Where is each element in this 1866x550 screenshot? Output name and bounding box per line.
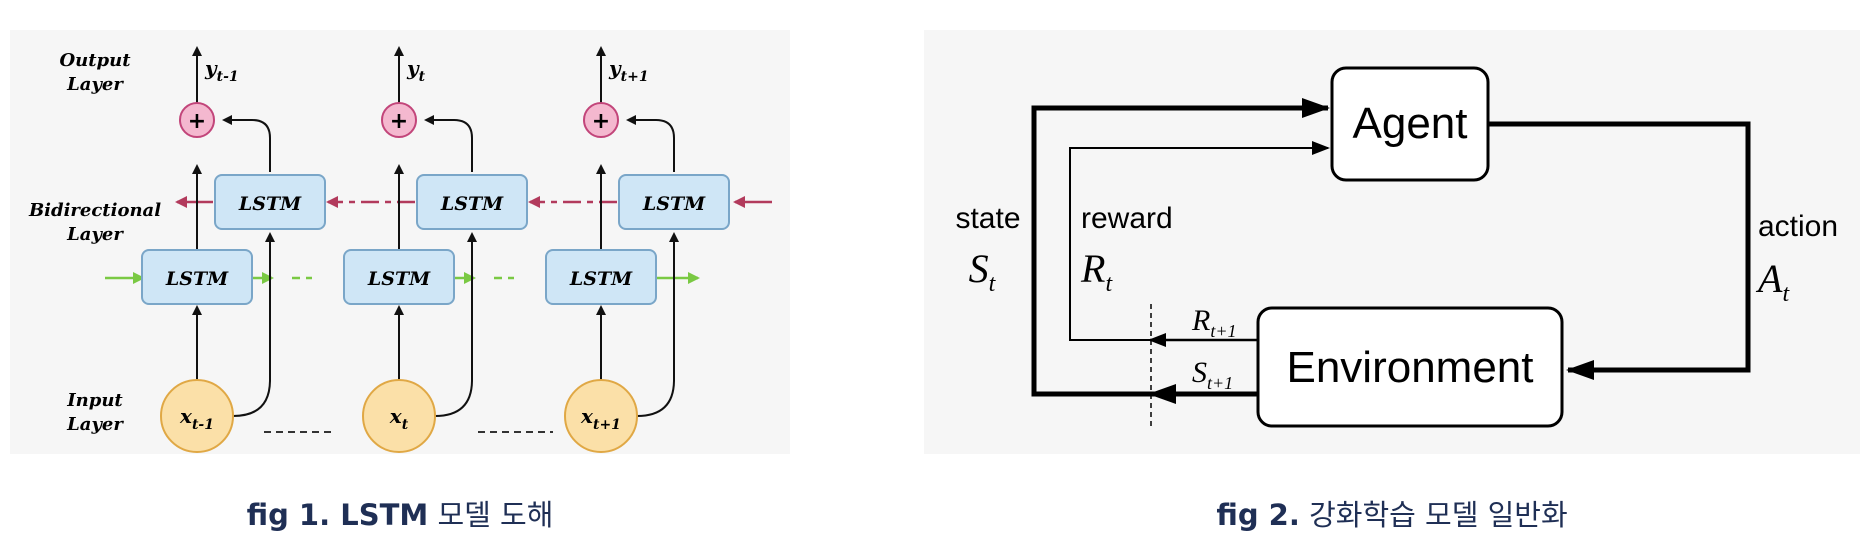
lstm-backward-cell-2 <box>416 174 528 230</box>
action-symbol: At <box>1755 256 1790 307</box>
next-reward-label: Rt+1 <box>1191 304 1236 341</box>
unit-2-input-to-backward <box>434 232 477 417</box>
reward-label: reward <box>1081 202 1173 235</box>
plus-symbol-1: + <box>188 109 206 134</box>
plus-node-1 <box>179 102 215 138</box>
lstm-forward-label-1: LSTM <box>165 268 229 290</box>
input-layer-label-2: Layer <box>66 414 124 435</box>
unit-3-backward-to-plus <box>626 115 675 172</box>
action-label: action <box>1758 210 1838 243</box>
rl-diagram-panel: Agent Environment state St reward Rt act… <box>924 30 1860 454</box>
output-label-1: yt-1 <box>204 56 239 85</box>
lstm-backward-cell-3 <box>618 174 730 230</box>
plus-node-2 <box>381 102 417 138</box>
lstm-forward-cell-1 <box>141 249 253 305</box>
output-layer-label-2: Layer <box>66 74 124 95</box>
environment-box <box>1256 306 1564 428</box>
unit-1-input-to-backward <box>232 232 275 417</box>
lstm-backward-label-1: LSTM <box>238 193 302 215</box>
input-node-1 <box>160 379 234 453</box>
lstm-backward-label-2: LSTM <box>440 193 504 215</box>
lstm-forward-cell-3 <box>545 249 657 305</box>
lstm-backward-cell-1 <box>214 174 326 230</box>
output-layer-label-1: Output <box>59 50 131 71</box>
output-label-3: yt+1 <box>608 56 649 85</box>
lstm-diagram-panel: Output Layer Bidirectional Layer Input L… <box>10 30 790 454</box>
input-node-2 <box>362 379 436 453</box>
figure-1-caption-text: 모델 도해 <box>428 498 554 532</box>
environment-label: Environment <box>1286 343 1533 392</box>
action-arrow <box>1488 121 1751 380</box>
figure-1-caption: fig 1. LSTM 모델 도해 <box>0 492 800 534</box>
unit-3-input-to-backward <box>636 232 679 417</box>
next-state-label: St+1 <box>1192 356 1233 393</box>
input-layer-label-1: Input <box>66 390 123 411</box>
input-label-2: xt <box>389 404 409 433</box>
lstm-diagram: Output Layer Bidirectional Layer Input L… <box>28 46 772 453</box>
input-label-1: xt-1 <box>179 404 214 433</box>
lstm-unit-2: LSTM LSTM + xt yt <box>343 46 528 453</box>
figure-1-caption-number: fig 1. LSTM <box>246 498 429 532</box>
state-label: state <box>955 202 1020 235</box>
lstm-forward-label-2: LSTM <box>367 268 431 290</box>
unit-2-backward-to-plus <box>424 115 473 172</box>
agent-label: Agent <box>1353 99 1468 148</box>
bidirectional-layer-label-1: Bidirectional <box>28 200 161 221</box>
reward-symbol: Rt <box>1080 246 1113 297</box>
lstm-forward-cell-2 <box>343 249 455 305</box>
state-symbol: St <box>969 246 997 297</box>
state-arrow <box>1031 98 1330 397</box>
lstm-backward-label-3: LSTM <box>642 193 706 215</box>
lstm-unit-1: LSTM LSTM + xt-1 yt-1 <box>141 46 326 453</box>
output-label-2: yt <box>406 56 426 85</box>
rl-diagram: Agent Environment state St reward Rt act… <box>955 66 1838 430</box>
unit-1-backward-to-plus <box>222 115 271 172</box>
plus-node-3 <box>583 102 619 138</box>
figure-2-caption-number: fig 2. <box>1216 498 1300 532</box>
input-label-3: xt+1 <box>580 404 621 433</box>
plus-symbol-2: + <box>390 109 408 134</box>
lstm-forward-label-3: LSTM <box>569 268 633 290</box>
input-node-3 <box>564 379 638 453</box>
lstm-unit-3: LSTM LSTM + xt+1 yt+1 <box>545 46 730 453</box>
plus-symbol-3: + <box>592 109 610 134</box>
bidirectional-layer-label-2: Layer <box>66 224 124 245</box>
figure-2-caption-text: 강화학습 모델 일반화 <box>1299 498 1568 532</box>
figure-2-caption: fig 2. 강화학습 모델 일반화 <box>992 492 1792 534</box>
